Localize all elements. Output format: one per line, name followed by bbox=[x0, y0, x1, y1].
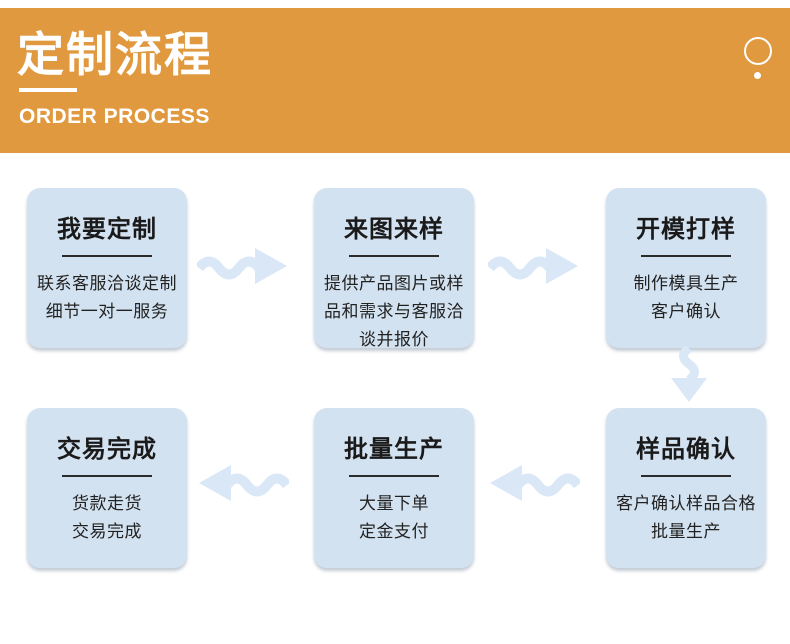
step-title: 样品确认 bbox=[636, 436, 736, 463]
step-description: 联系客服洽谈定制 细节一对一服务 bbox=[37, 274, 177, 321]
step-underline bbox=[62, 255, 152, 257]
step-box-3-mold-sampling: 开模打样 制作模具生产 客户确认 bbox=[606, 188, 766, 348]
circle-icon bbox=[744, 37, 772, 65]
step-underline bbox=[62, 475, 152, 477]
step-title: 开模打样 bbox=[636, 216, 736, 243]
page-subtitle: ORDER PROCESS bbox=[19, 105, 210, 128]
wavy-arrow-down-icon bbox=[661, 346, 717, 404]
title-underline bbox=[19, 88, 77, 92]
step-box-6-deal-complete: 交易完成 货款走货 交易完成 bbox=[27, 408, 187, 568]
step-underline bbox=[641, 475, 731, 477]
step-description: 提供产品图片或样 品和需求与客服洽 谈并报价 bbox=[324, 274, 464, 349]
step-title: 批量生产 bbox=[344, 436, 444, 463]
step-title: 来图来样 bbox=[344, 216, 444, 243]
wavy-arrow-right-icon bbox=[488, 241, 580, 291]
page-title: 定制流程 bbox=[17, 28, 213, 81]
step-description: 货款走货 交易完成 bbox=[72, 494, 142, 541]
step-title: 交易完成 bbox=[57, 436, 157, 463]
header-banner: 定制流程 ORDER PROCESS bbox=[0, 8, 790, 153]
step-underline bbox=[349, 255, 439, 257]
wavy-arrow-left-icon bbox=[197, 458, 289, 508]
step-box-5-mass-production: 批量生产 大量下单 定金支付 bbox=[314, 408, 474, 568]
step-box-1-custom-request: 我要定制 联系客服洽谈定制 细节一对一服务 bbox=[27, 188, 187, 348]
step-underline bbox=[349, 475, 439, 477]
dot-icon bbox=[754, 72, 761, 79]
wavy-arrow-right-icon bbox=[197, 241, 289, 291]
step-box-2-send-image-sample: 来图来样 提供产品图片或样 品和需求与客服洽 谈并报价 bbox=[314, 188, 474, 349]
step-box-4-sample-confirm: 样品确认 客户确认样品合格 批量生产 bbox=[606, 408, 766, 568]
wavy-arrow-left-icon bbox=[488, 458, 580, 508]
step-title: 我要定制 bbox=[57, 216, 157, 243]
step-underline bbox=[641, 255, 731, 257]
step-description: 客户确认样品合格 批量生产 bbox=[616, 494, 756, 541]
step-description: 制作模具生产 客户确认 bbox=[633, 274, 739, 321]
step-description: 大量下单 定金支付 bbox=[359, 494, 429, 541]
